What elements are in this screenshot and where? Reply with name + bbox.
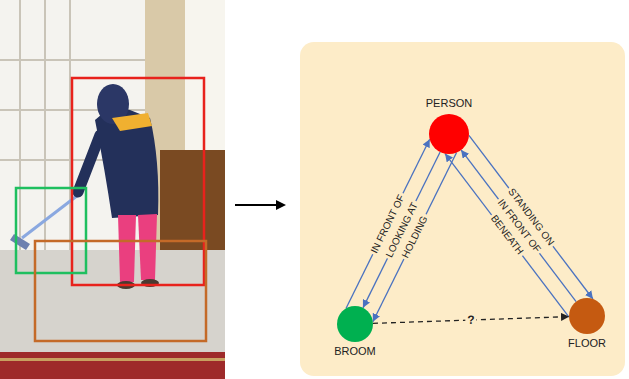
bounding-box: [35, 241, 206, 341]
arm: [78, 135, 100, 192]
unknown-relation: ?: [465, 314, 477, 326]
node-label-stack: FLOOR: [568, 337, 606, 350]
node-circle: [337, 306, 373, 342]
node-circle: [429, 114, 469, 154]
bounding-box: [16, 188, 86, 273]
node-circle: [429, 114, 469, 154]
graph-node: BROOM: [337, 306, 373, 342]
photo-ground: [0, 0, 225, 379]
relation-arrow: [445, 154, 569, 318]
window-bar: [0, 59, 150, 61]
node-circle: [337, 306, 373, 342]
carpet: [0, 352, 225, 379]
leg: [138, 214, 157, 280]
node-label: BROOM: [334, 345, 376, 358]
node-circle: [569, 298, 605, 334]
graph-node: PERSON: [429, 114, 469, 154]
node-circle: [569, 298, 605, 334]
window-bar: [44, 0, 46, 250]
broom-head: [10, 234, 30, 250]
bounding-box: [72, 78, 204, 285]
relation-arrow: [469, 135, 593, 299]
leg: [118, 215, 136, 282]
flow-arrow: [235, 204, 276, 206]
graph-node: FLOOR: [569, 298, 605, 334]
window-bar: [69, 0, 71, 250]
arrow-head: [276, 200, 286, 210]
carpet-stripe: [0, 358, 225, 361]
node-label-stack: PERSON: [426, 97, 472, 110]
collar: [112, 113, 152, 131]
cabinet: [160, 150, 225, 255]
node-label: FLOOR: [568, 337, 606, 350]
jacket: [95, 109, 158, 218]
node-label: PERSON: [426, 97, 472, 110]
window-bar: [19, 0, 21, 250]
relation-arrow: [363, 152, 440, 308]
relation-arrow: [461, 150, 576, 302]
node-label-stack: BROOM: [334, 345, 376, 358]
graph-panel: [300, 42, 625, 376]
